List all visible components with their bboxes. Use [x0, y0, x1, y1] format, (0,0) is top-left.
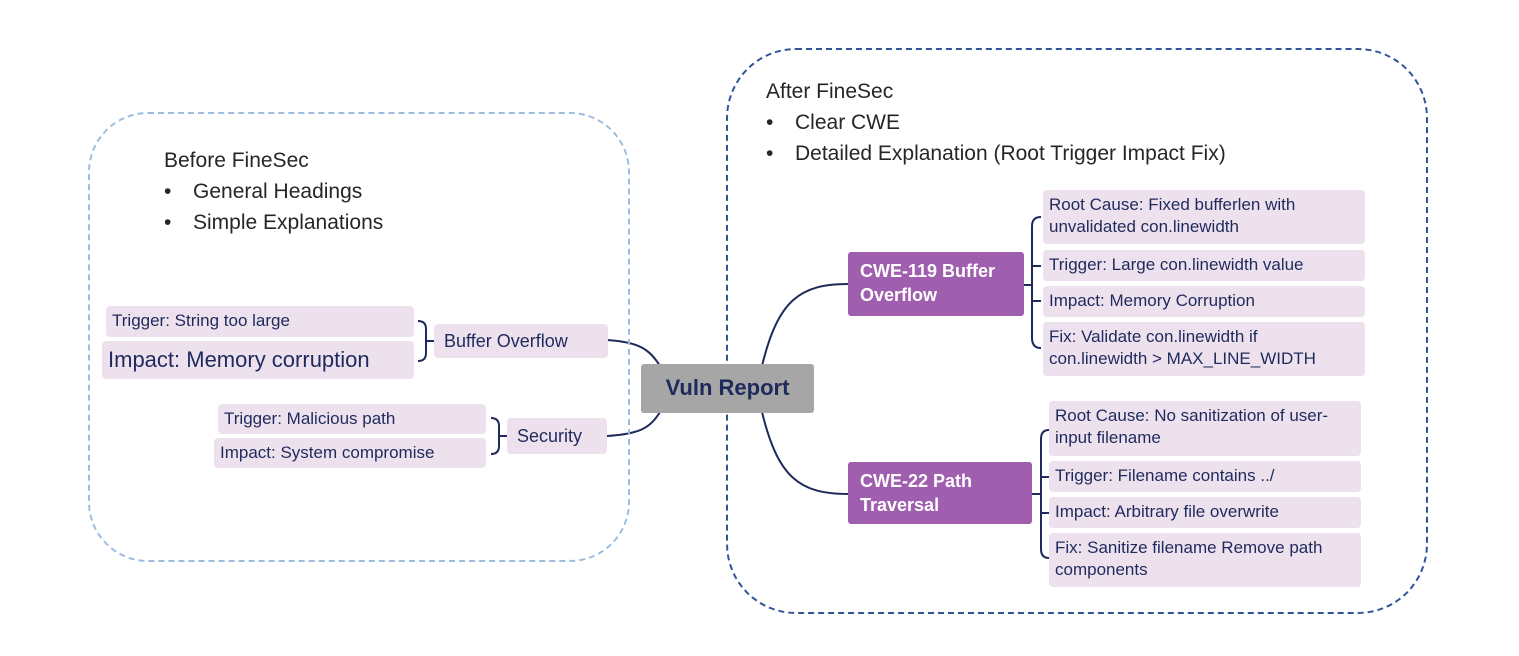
leaf-trigger-malicious-path: Trigger: Malicious path — [218, 404, 486, 434]
leaf-impact-memory-corruption: Impact: Memory corruption — [102, 341, 414, 379]
after-bullet-list: Clear CWE Detailed Explanation (Root Tri… — [766, 107, 1226, 169]
after-title: After FineSec — [766, 80, 894, 103]
leaf-cwe119-trigger: Trigger: Large con.linewidth value — [1043, 250, 1365, 281]
leaf-trigger-string-too-large: Trigger: String too large — [106, 306, 414, 337]
before-bullet: General Headings — [164, 176, 383, 207]
leaf-cwe119-fix: Fix: Validate con.linewidth if con.linew… — [1043, 322, 1365, 376]
center-node-vuln-report: Vuln Report — [641, 364, 814, 413]
before-title: Before FineSec — [164, 149, 309, 172]
branch-buffer-overflow: Buffer Overflow — [434, 324, 608, 358]
cwe-119-node: CWE-119 Buffer Overflow — [848, 252, 1024, 316]
before-panel — [88, 112, 630, 562]
leaf-cwe22-root-cause: Root Cause: No sanitization of user-inpu… — [1049, 401, 1361, 456]
leaf-cwe22-impact: Impact: Arbitrary file overwrite — [1049, 497, 1361, 528]
leaf-cwe119-impact: Impact: Memory Corruption — [1043, 286, 1365, 317]
connector-center-buffer-overflow — [606, 339, 661, 367]
leaf-cwe119-root-cause: Root Cause: Fixed bufferlen with unvalid… — [1043, 190, 1365, 244]
after-bullet: Clear CWE — [766, 107, 1226, 138]
leaf-impact-system-compromise: Impact: System compromise — [214, 438, 486, 468]
leaf-cwe22-trigger: Trigger: Filename contains ../ — [1049, 461, 1361, 492]
cwe-22-node: CWE-22 Path Traversal — [848, 462, 1032, 524]
branch-security: Security — [507, 418, 607, 454]
after-text-block: After FineSec Clear CWE Detailed Explana… — [766, 77, 1226, 169]
connector-center-cwe119 — [761, 283, 849, 367]
bracket-cwe22 — [1031, 429, 1050, 559]
after-bullet: Detailed Explanation (Root Trigger Impac… — [766, 138, 1226, 169]
before-bullet: Simple Explanations — [164, 207, 383, 238]
connector-center-cwe22 — [761, 411, 849, 495]
leaf-cwe22-fix: Fix: Sanitize filename Remove path compo… — [1049, 533, 1361, 587]
bracket-buffer-overflow — [417, 320, 434, 362]
connector-center-security — [606, 411, 661, 437]
after-panel — [726, 48, 1428, 614]
before-bullet-list: General Headings Simple Explanations — [164, 176, 383, 238]
before-text-block: Before FineSec General Headings Simple E… — [164, 146, 383, 238]
bracket-security — [490, 417, 507, 455]
bracket-cwe119 — [1023, 216, 1042, 349]
